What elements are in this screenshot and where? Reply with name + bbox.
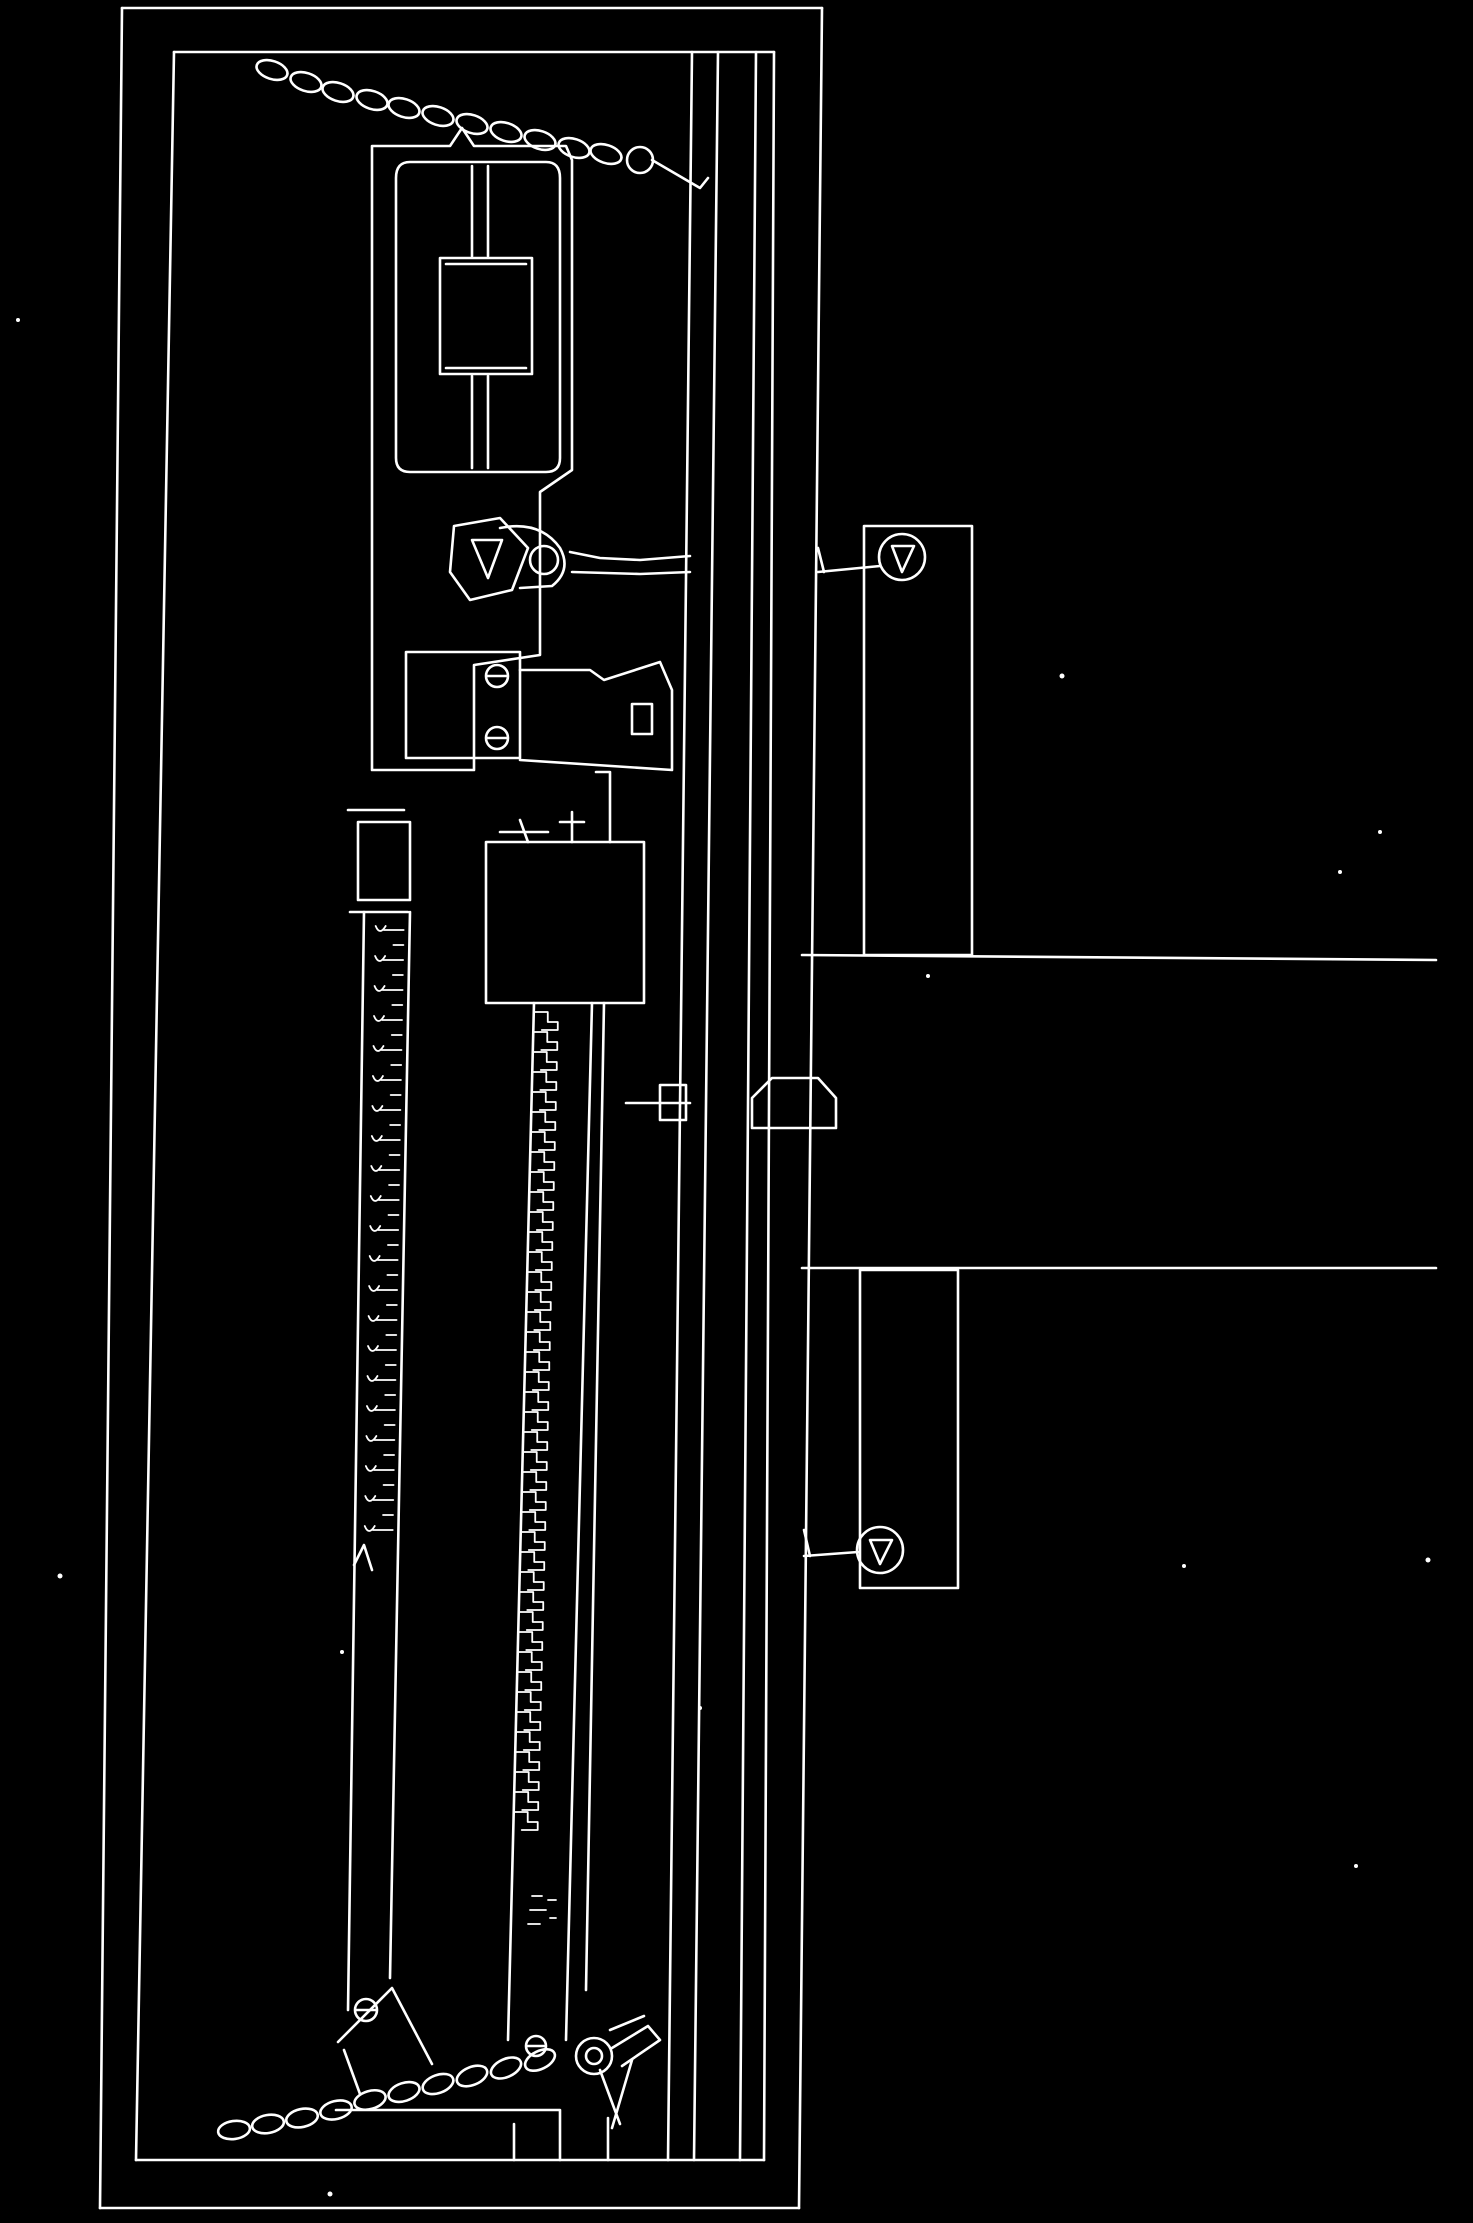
clamp-block [404,650,674,772]
measuring-scale [346,808,412,2012]
lower-eye-bolt [802,1525,905,1575]
scale-mark [368,1255,381,1262]
toothed-rack [506,1001,606,2042]
scale-mark [369,1195,382,1202]
scale-mark [367,1315,380,1322]
rack-drive-box [484,770,646,1005]
top-chain [255,58,710,190]
rack-tooth [512,1811,539,1831]
clamp-jaw [448,516,692,602]
bottom-chain [216,2014,662,2141]
rack-tooth [527,1211,554,1231]
bottom-anchor [334,1986,634,2162]
scale-mark [371,1105,384,1112]
rack-tooth [527,1231,554,1251]
rack-tooth [528,1171,555,1191]
scale-mark [366,1375,379,1382]
rack-tooth [520,1511,547,1531]
rack-tooth [517,1611,544,1631]
rack-tooth [519,1531,546,1551]
scale-mark [365,1435,378,1442]
rack-tooth [521,1471,548,1491]
scale-mark [373,985,386,992]
rack-tooth [532,1031,559,1051]
rack-tooth [522,1431,549,1451]
scale-mark [372,1075,384,1082]
rack-tooth [513,1791,540,1811]
scale-mark [370,1165,383,1172]
guide-rails [666,50,758,2162]
scale-mark [369,1225,382,1232]
scale-mark [363,1525,376,1532]
rack-tooth [532,1011,559,1031]
rack-tooth [519,1551,546,1571]
scan-specks [16,318,1431,2197]
rack-tooth [530,1111,557,1131]
scale-mark [374,925,387,932]
rack-tooth [522,1411,549,1431]
rack-tooth [531,1071,558,1091]
rack-tooth [525,1311,552,1331]
scale-ticks [363,925,405,1532]
scale-mark [364,1495,377,1502]
rack-tooth [530,1091,557,1111]
rack-tooth [525,1291,552,1311]
rack-tooth [528,1191,555,1211]
rack-tooth [529,1151,556,1171]
rack-tooth [518,1571,545,1591]
cabinet-frame [98,6,824,2210]
mounting-bracket [750,524,1438,1590]
rack-tooth [516,1651,543,1671]
scale-mark [370,1135,383,1142]
rack-tooth [526,1251,553,1271]
rack-tooth [521,1451,548,1471]
rack-tooth [517,1631,544,1651]
rack-tooth [524,1331,551,1351]
rail-stud [624,1083,692,1122]
scale-mark [368,1285,381,1292]
rack-tooth [513,1771,540,1791]
rack-tooth [514,1751,541,1771]
rack-teeth [512,1011,559,1831]
rack-tooth [529,1131,556,1151]
rack-tooth [516,1671,543,1691]
scale-mark [364,1465,377,1472]
rack-tooth [518,1591,545,1611]
upper-carriage [370,126,574,772]
rack-tooth [515,1691,542,1711]
scale-mark [366,1405,378,1412]
rack-tooth [531,1051,558,1071]
rack-tooth [523,1391,550,1411]
rack-tooth [523,1371,550,1391]
rack-tooth [526,1271,553,1291]
rack-tooth [515,1711,542,1731]
upper-eye-bolt [816,532,927,582]
scale-mark [373,1015,385,1022]
rack-tooth [520,1491,547,1511]
rack-tooth [514,1731,541,1751]
scale-mark [374,955,387,962]
scale-mark [372,1045,385,1052]
scale-mark [367,1345,379,1352]
rack-tooth [524,1351,551,1371]
